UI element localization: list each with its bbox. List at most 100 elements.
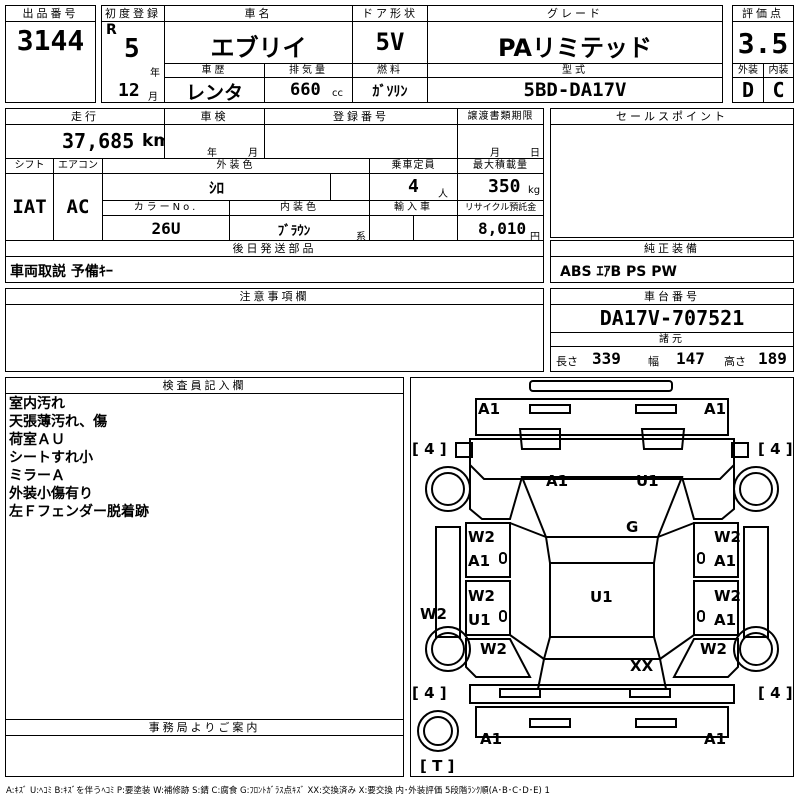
first-reg-box <box>101 21 165 103</box>
color-no-label: カラーNo. <box>102 200 230 216</box>
mark-lr-door-1: W2 <box>468 587 495 605</box>
ext-label: 外装 <box>732 63 764 78</box>
damage-legend: A:ｷｽﾞ U:ﾍｺﾐ B:ｷｽﾞを伴うﾍｺﾐ P:要塗装 W:補修跡 S:錆 … <box>6 786 550 796</box>
transfer-box <box>457 124 544 159</box>
later-parts-box <box>5 256 544 283</box>
aircon-label: エアコン <box>53 158 103 174</box>
width-label: 幅 <box>648 355 659 368</box>
grade-value: PAリミテッド <box>498 34 652 62</box>
fuel-value: ｶﾞｿﾘﾝ <box>372 84 408 100</box>
mark-rr-quarter: W2 <box>700 640 727 658</box>
score-value: 3.5 <box>737 27 789 60</box>
displacement-label: 排気量 <box>264 63 353 78</box>
tire-rear-left: [ 4 ] <box>412 684 447 702</box>
chassis-label: 車台番号 <box>550 288 794 305</box>
int-color-label: 内装色 <box>229 200 370 216</box>
later-parts-value: 車両取説 予備ｷｰ <box>10 264 113 280</box>
mark-rr-door-2: A1 <box>714 611 737 629</box>
score-label: 評価点 <box>732 5 794 22</box>
tire-front-left: [ 4 ] <box>412 440 447 458</box>
tire-front-right: [ 4 ] <box>758 440 793 458</box>
month-unit: 月 <box>148 92 158 103</box>
inspector-note: ミラーＡ <box>9 468 65 484</box>
grade-label: グレード <box>427 5 723 22</box>
inspection-year-unit: 年 <box>207 148 217 159</box>
int-label: 内装 <box>763 63 794 78</box>
mark-hood-left: A1 <box>546 472 569 490</box>
year-unit: 年 <box>150 68 160 79</box>
mark-rear-right: A1 <box>704 730 727 748</box>
era: R <box>106 22 117 38</box>
transfer-day-unit: 日 <box>530 148 540 159</box>
genuine-value: ABS ｴｱB PS PW <box>560 264 677 280</box>
history-value: レンタ <box>185 82 243 104</box>
int-box <box>763 77 794 103</box>
office-label: 事務局よりご案内 <box>5 719 404 736</box>
car-name: エブリイ <box>210 34 307 62</box>
dims-box <box>550 346 794 372</box>
lot-box <box>5 21 96 103</box>
car-outline-diagram <box>417 380 779 752</box>
displacement-box <box>264 77 353 103</box>
mark-lr-quarter: W2 <box>480 640 507 658</box>
mark-rf-door-2: A1 <box>714 552 737 570</box>
inspection-box <box>164 124 265 159</box>
ext-color-value: ｼﾛ <box>208 179 224 197</box>
mark-front-right: A1 <box>704 400 727 418</box>
height-label: 高さ <box>724 355 746 368</box>
mark-rear-glass: XX <box>630 657 654 675</box>
history-label: 車歴 <box>164 63 265 78</box>
ext-grade: D <box>741 78 755 102</box>
capacity-unit: 人 <box>438 189 448 200</box>
max-load-label: 最大積載量 <box>457 158 544 174</box>
caution-box <box>5 304 544 372</box>
registration-label: 登録番号 <box>264 108 458 125</box>
int-color-value: ﾌﾞﾗｳﾝ <box>277 224 311 239</box>
inspection-label: 車検 <box>164 108 265 125</box>
chassis-value: DA17V-707521 <box>599 306 745 330</box>
recycle-unit: 円 <box>530 232 540 243</box>
mark-lf-door-1: W2 <box>468 528 495 546</box>
history-box <box>164 77 265 103</box>
inspection-month-unit: 月 <box>248 148 258 159</box>
tire-rear-right: [ 4 ] <box>758 684 793 702</box>
int-grade: C <box>772 78 785 102</box>
fuel-label: 燃料 <box>352 63 428 78</box>
mark-rf-door-1: W2 <box>714 528 741 546</box>
inspector-note: 外装小傷有り <box>9 486 93 502</box>
mark-roof: U1 <box>590 588 613 606</box>
lot-number: 3144 <box>16 24 85 57</box>
capacity-label: 乗車定員 <box>369 158 458 174</box>
width-value: 147 <box>676 349 705 368</box>
mileage-value: 37,685 <box>62 129 135 153</box>
import-label: 輸入車 <box>369 200 458 216</box>
transfer-month-unit: 月 <box>490 148 500 159</box>
import-box-1 <box>369 215 414 241</box>
max-load-box <box>457 173 544 201</box>
door-value: 5V <box>375 28 405 56</box>
displacement-value: 660 <box>290 80 321 100</box>
reg-month: 12 <box>118 80 140 101</box>
sales-point-box <box>550 124 794 238</box>
mileage-box <box>5 124 165 159</box>
mark-hood-right: U1 <box>636 472 659 490</box>
length-value: 339 <box>592 349 621 368</box>
height-value: 189 <box>758 349 787 368</box>
tire-spare: [ T ] <box>420 757 455 775</box>
genuine-label: 純正装備 <box>550 240 794 257</box>
aircon-value: AC <box>66 196 90 218</box>
inspector-note: 天張薄汚れ、傷 <box>9 414 108 430</box>
caution-label: 注意事項欄 <box>5 288 544 305</box>
later-parts-label: 後日発送部品 <box>5 240 544 257</box>
recycle-value: 8,010 <box>478 219 527 238</box>
mileage-unit: km <box>142 131 172 151</box>
shift-value: IAT <box>12 196 47 218</box>
recycle-box <box>457 215 544 241</box>
inspector-note: 左Ｆフェンダー脱着跡 <box>9 504 149 520</box>
ext-color-sub-box <box>330 173 370 201</box>
genuine-box <box>550 256 794 283</box>
model-value: 5BD-DA17V <box>523 79 627 101</box>
max-load-unit: kg <box>528 185 541 196</box>
score-box <box>732 21 794 64</box>
inspector-note: シートすれ小 <box>9 450 93 466</box>
